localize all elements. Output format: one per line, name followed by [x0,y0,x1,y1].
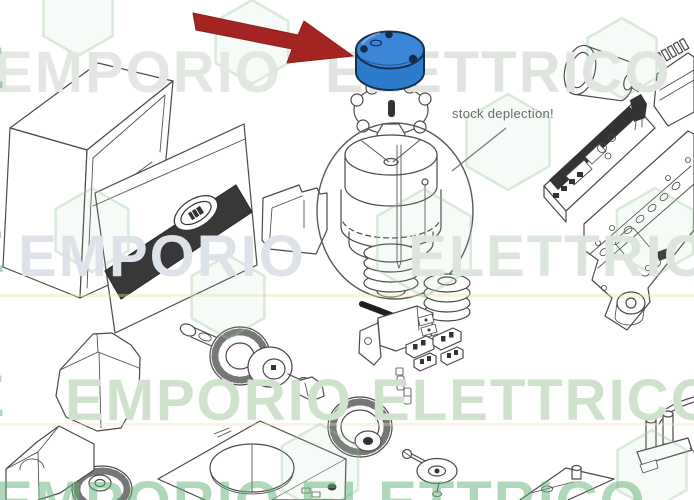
control-board [543,94,656,223]
spring-washers [423,273,471,322]
highlighted-cap-part [355,30,425,91]
came-logo [173,195,219,231]
motor-mount [5,425,95,500]
fuse-parts [395,367,412,405]
watermark-edge-letter: E [0,368,5,426]
watermark-tile-band [0,423,694,426]
watermark-word: EMPORIO ELETTRICO [0,474,647,500]
mount-bracket-small [261,184,328,255]
drive-gear [327,396,393,458]
base-plate [519,464,615,500]
motor-assembly [340,123,442,298]
watermark-word: EMPORIO [0,40,282,105]
watermark-edge-letter: E [0,224,5,282]
watermark-word: EMPORIO ELETTRICO [65,368,694,433]
worm-gear [363,243,419,298]
drive-shaft [179,323,325,402]
connector-blocks [405,327,464,372]
leader-line [451,127,507,172]
watermark-tile-band [0,294,694,297]
capacitor [563,44,641,102]
stock-depletion-note: stock deplection! [452,106,554,121]
gearbox-housing [157,420,347,500]
highlight-circle [316,122,474,300]
release-lever [636,396,694,474]
transformer [653,37,694,127]
side-bracket [55,332,141,432]
watermark-word: ELETTRICO [408,224,694,289]
watermark-word: EMPORIO [18,224,306,289]
front-cover [92,123,258,334]
mounting-plate [583,130,694,331]
red-arrow-icon [192,12,354,64]
screw-washer [401,448,458,497]
watermark-edge-letter: E [0,40,5,98]
